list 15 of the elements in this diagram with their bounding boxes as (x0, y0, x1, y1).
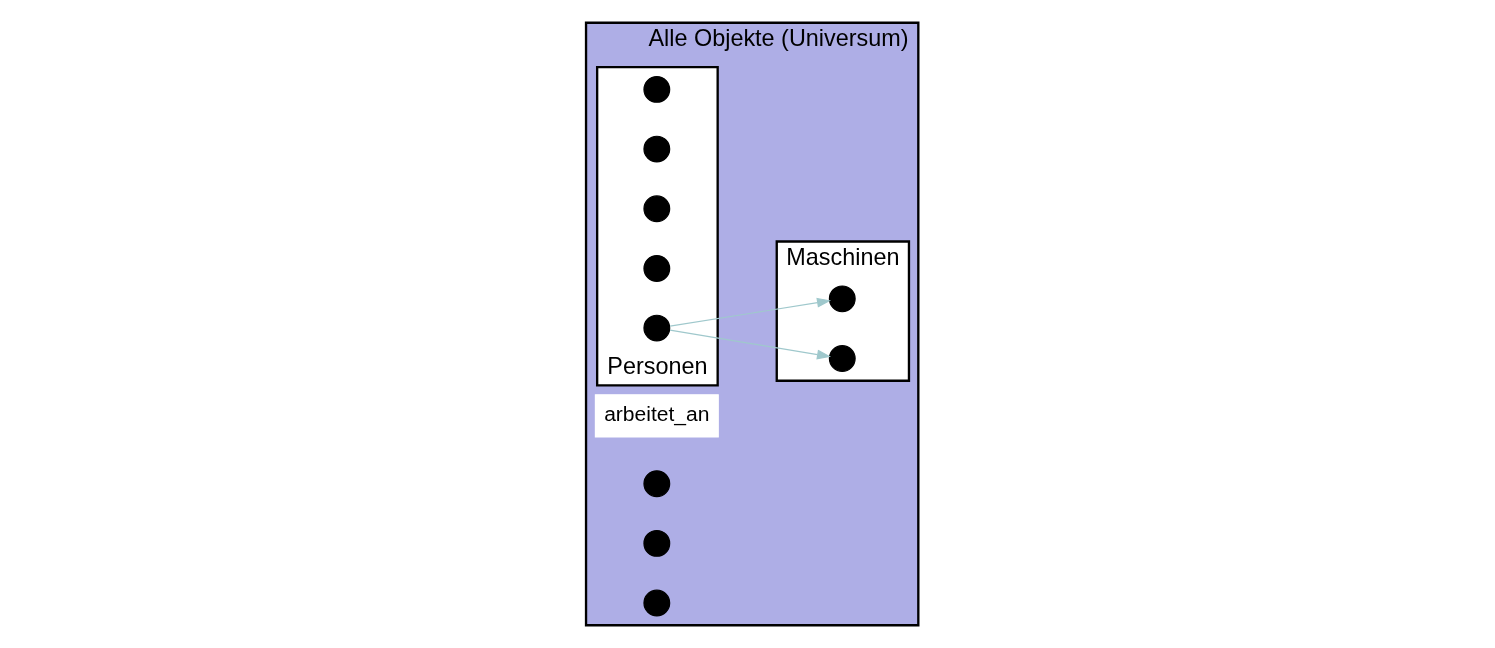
node-circle (643, 75, 671, 103)
node-box: arbeitet_an (594, 394, 719, 438)
node-circle (828, 345, 856, 372)
arrow (669, 329, 832, 360)
node-circle (643, 470, 671, 498)
node-circle (643, 195, 671, 223)
node-circle (643, 254, 671, 282)
arrow (669, 297, 832, 327)
node-circle (643, 314, 671, 342)
node-circle (643, 135, 671, 163)
node-circle (643, 589, 671, 617)
node-circle (643, 529, 671, 557)
cluster: Personen (596, 66, 719, 387)
cluster: Maschinen (775, 240, 911, 382)
node-circle (828, 285, 856, 313)
